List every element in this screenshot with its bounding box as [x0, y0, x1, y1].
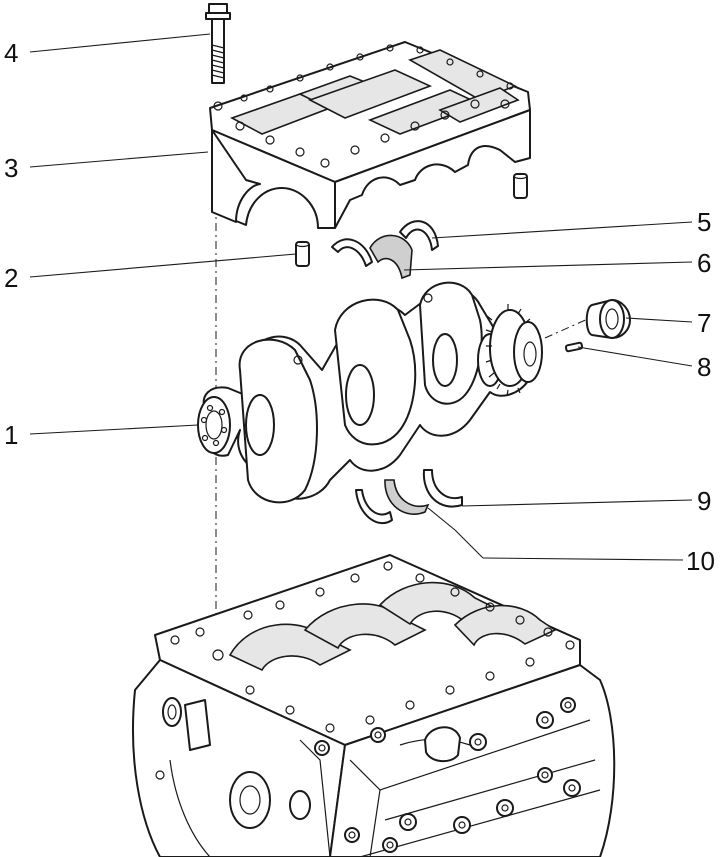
- callout-8: 8: [697, 352, 712, 382]
- callout-9: 9: [697, 486, 712, 516]
- upper-thrust-washer-left: [331, 238, 373, 267]
- callout-7: 7: [697, 308, 712, 338]
- lower-thrust-washer-right: [422, 469, 463, 508]
- pilot-bushing: [585, 299, 631, 339]
- callout-3: 3: [4, 153, 19, 183]
- dowel-pin-front: [295, 240, 310, 267]
- callout-6: 6: [697, 248, 712, 278]
- callout-1: 1: [4, 420, 19, 450]
- callout-4: 4: [4, 38, 19, 68]
- upper-bearing-shell: [369, 234, 413, 280]
- lower-bearing-shell: [384, 479, 430, 515]
- crankshaft: [197, 281, 543, 504]
- timing-sprocket: [485, 304, 543, 397]
- bearing-ladder: [209, 41, 531, 229]
- callout-5: 5: [697, 207, 712, 237]
- alignment-line-pilot: [544, 317, 591, 339]
- leader-lines: [29, 33, 693, 561]
- upper-thrust-washer-right: [399, 220, 439, 251]
- cylinder-block: [132, 554, 616, 857]
- locating-pin: [564, 341, 584, 353]
- dowel-pin-rear: [513, 172, 528, 199]
- callout-2: 2: [4, 263, 19, 293]
- bolt: [205, 3, 231, 84]
- lower-thrust-washer-left: [355, 489, 393, 525]
- callout-10: 10: [686, 546, 715, 576]
